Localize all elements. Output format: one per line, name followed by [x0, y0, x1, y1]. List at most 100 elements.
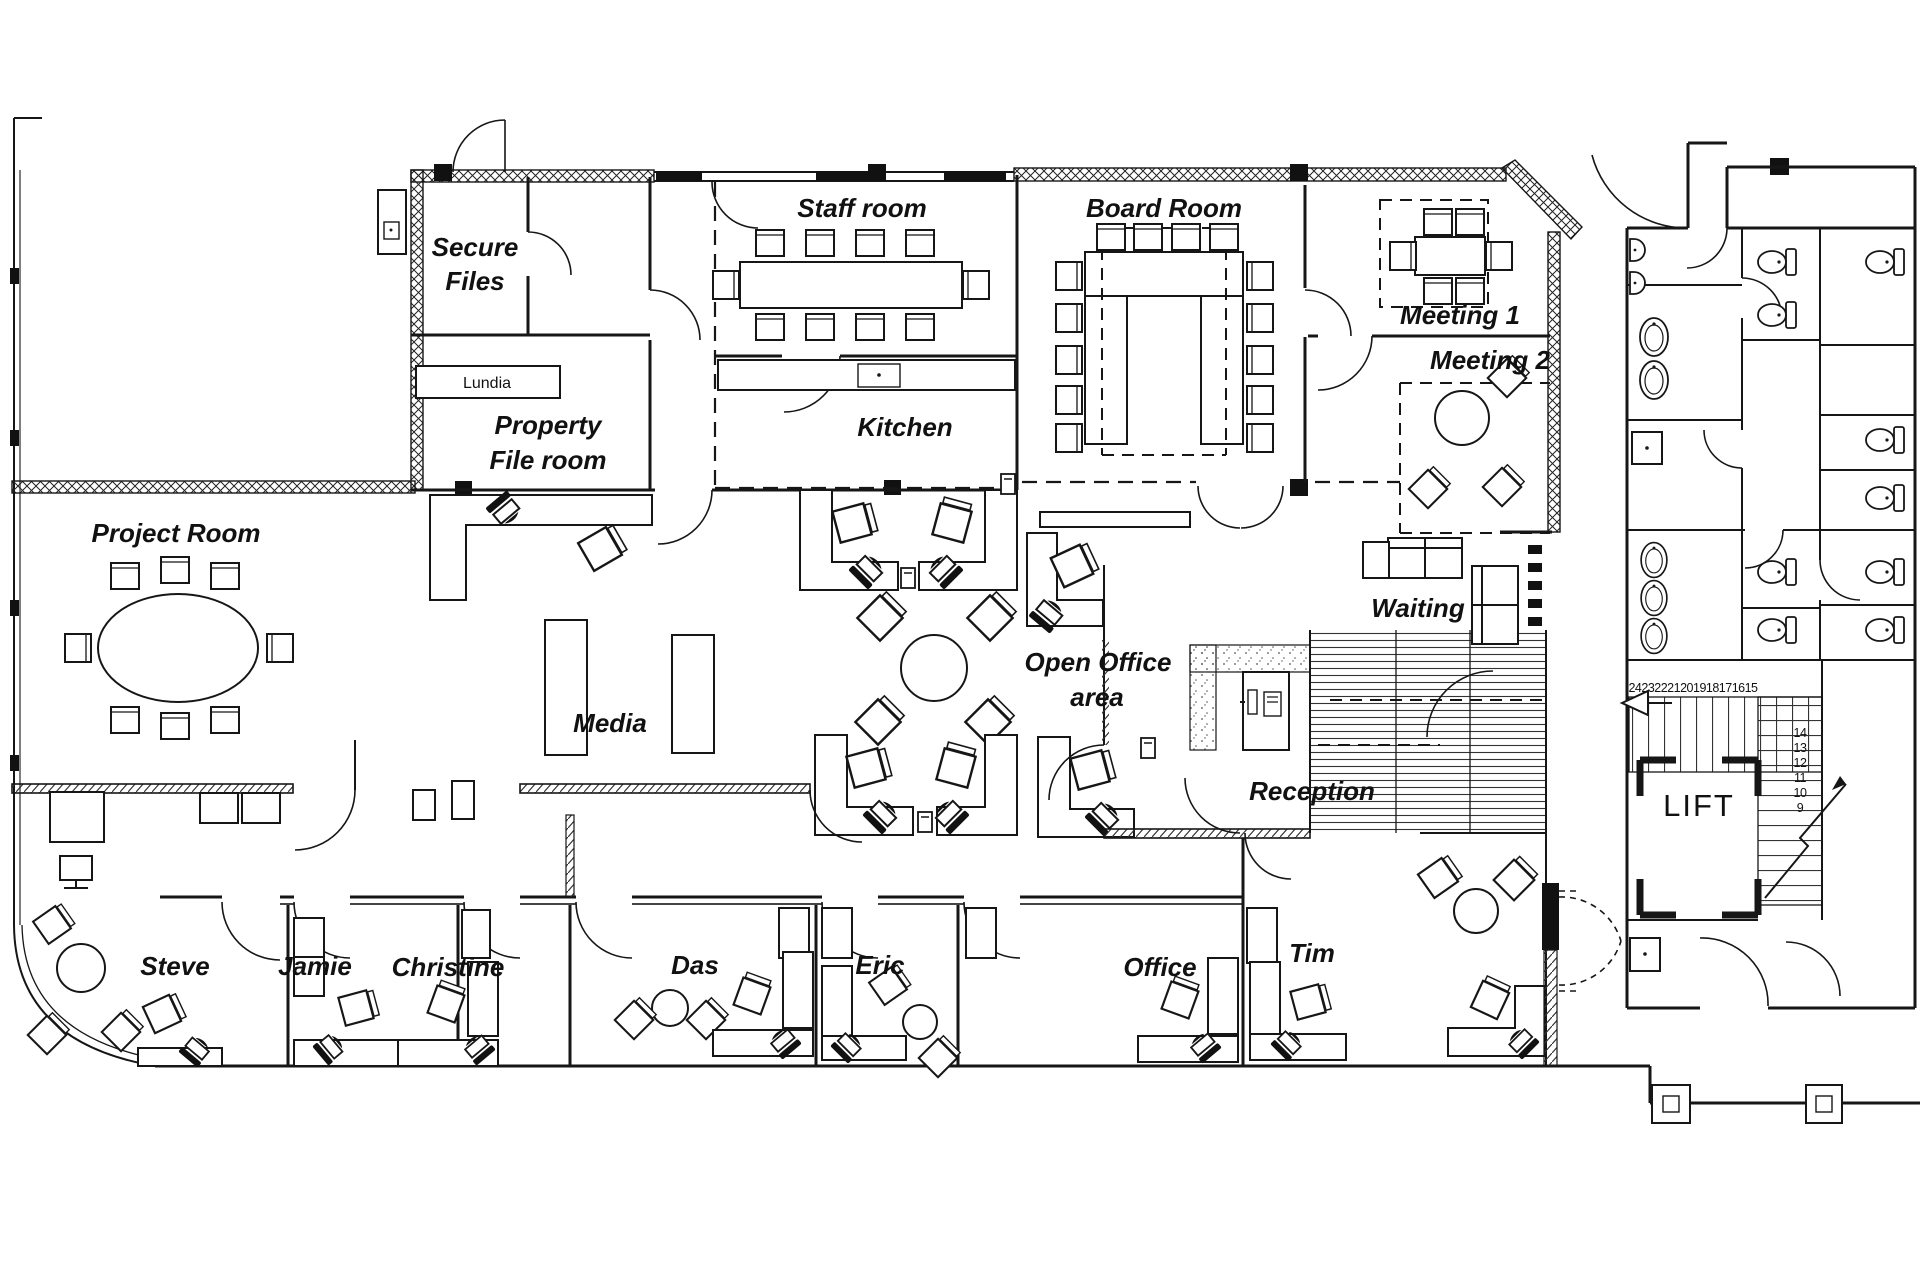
lundia-shelving	[415, 365, 561, 399]
room-label-board-room: Board Room	[1086, 193, 1242, 223]
cabinet	[1246, 907, 1278, 964]
room-label-open-office-1: Open Office	[1025, 647, 1172, 677]
stairwell	[1619, 659, 1915, 1124]
credenza	[1039, 511, 1191, 528]
board-room	[1022, 185, 1400, 529]
media-cabinet	[544, 619, 588, 756]
office-eric	[821, 907, 962, 1079]
dashed-double-door	[1558, 890, 1622, 992]
monitor	[59, 855, 93, 881]
desk	[821, 965, 853, 1037]
office-christine	[397, 909, 499, 1067]
diagonal-corner-wall	[1500, 159, 1583, 241]
room-label-project-room: Project Room	[91, 518, 260, 548]
pillar	[1651, 1084, 1691, 1124]
staff-room	[711, 175, 1019, 490]
hatched-outer-walls	[11, 159, 1583, 533]
meeting-2	[1399, 354, 1552, 534]
office-label-steve: Steve	[140, 951, 209, 981]
stair-numbers-upper: 24232221201918171615	[1628, 681, 1758, 695]
corridor-cabinet	[49, 791, 105, 843]
office-das	[613, 907, 814, 1061]
project-room	[64, 556, 294, 740]
round-table	[1453, 888, 1499, 934]
open-office	[429, 473, 1191, 838]
room-label-media: Media	[573, 708, 647, 738]
stair-number-10: 10	[1794, 786, 1807, 800]
lift-shaft	[1636, 756, 1762, 919]
room-label-waiting: Waiting	[1371, 593, 1465, 623]
stair-number-12: 12	[1794, 756, 1807, 770]
corridor-cabinet	[199, 792, 239, 824]
desk	[1249, 961, 1281, 1035]
desk	[467, 961, 499, 1037]
solid-wall-segment	[1542, 883, 1559, 950]
workstation	[918, 486, 1018, 591]
stair-break-line	[1764, 783, 1847, 899]
pillar	[1805, 1084, 1843, 1124]
workstation	[1037, 734, 1135, 838]
round-table	[902, 1004, 938, 1040]
room-label-reception: Reception	[1249, 776, 1375, 806]
room-label-secure-files-1: Secure	[432, 232, 519, 262]
corridor-cabinet	[241, 792, 281, 824]
toilet-wing	[1591, 141, 1917, 1010]
room-label-meeting-2: Meeting 2	[1430, 345, 1550, 375]
cabinet	[821, 907, 853, 959]
office-label-tim: Tim	[1289, 938, 1335, 968]
workstation	[1026, 532, 1107, 635]
office-steve	[26, 898, 223, 1069]
office-label-jamie: Jamie	[278, 951, 352, 981]
waiting-area	[1309, 537, 1547, 834]
workstation	[429, 489, 653, 601]
workstation	[814, 732, 914, 836]
round-table	[651, 989, 689, 1027]
meeting-1-table	[1414, 236, 1486, 276]
desk	[782, 951, 814, 1029]
meeting-2-table	[1434, 390, 1490, 446]
room-label-open-office-2: area	[1070, 682, 1124, 712]
kitchen	[715, 359, 1017, 490]
round-table	[56, 943, 106, 993]
office-tim	[1246, 833, 1622, 1067]
room-label-meeting-1: Meeting 1	[1400, 300, 1520, 330]
office-jamie	[293, 917, 407, 1067]
stair-number-13: 13	[1794, 741, 1807, 755]
desk	[293, 1039, 407, 1067]
open-office-round-table	[900, 634, 968, 702]
office-label-christine: Christine	[392, 952, 505, 982]
board-room-table	[1084, 251, 1244, 297]
stair-lower-run	[1757, 696, 1823, 906]
room-label-property-1: Property	[495, 410, 603, 440]
cabinet	[965, 907, 997, 959]
cabinet	[461, 909, 491, 959]
corridor	[11, 740, 863, 889]
stair-number-14: 14	[1794, 726, 1807, 740]
office-label-das: Das	[671, 950, 719, 980]
room-label-lift: LIFT	[1663, 788, 1735, 823]
office-office	[965, 907, 1239, 1065]
office-label-eric: Eric	[855, 950, 905, 980]
cabinet	[778, 907, 810, 959]
office-label-office: Office	[1123, 952, 1196, 982]
property-file-room	[411, 365, 1017, 545]
staff-room-table	[739, 261, 963, 309]
stair-number-9: 9	[1797, 801, 1804, 815]
room-label-secure-files-2: Files	[445, 266, 504, 296]
media-cabinet	[671, 634, 715, 754]
meeting-1	[1308, 199, 1550, 391]
room-label-staff-room: Staff room	[797, 193, 927, 223]
media-area	[544, 619, 715, 756]
workstation	[799, 487, 899, 591]
reception	[1048, 565, 1311, 880]
stair-number-11: 11	[1794, 771, 1807, 785]
desk	[1207, 957, 1239, 1035]
side-table	[1362, 541, 1390, 579]
room-label-property-2: File room	[489, 445, 606, 475]
secure-files-room	[377, 119, 701, 490]
project-room-table	[97, 593, 259, 703]
double-door	[1197, 485, 1284, 529]
room-label-kitchen: Kitchen	[857, 412, 952, 442]
